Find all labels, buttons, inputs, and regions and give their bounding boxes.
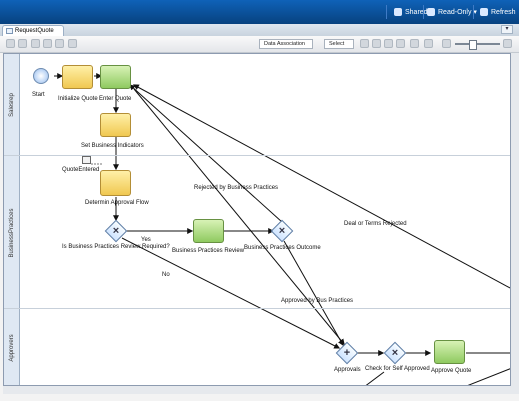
set-business-indicators-label: Set Business Indicators bbox=[81, 143, 144, 149]
more-icon[interactable] bbox=[424, 39, 433, 48]
readonly-label: Read-Only ▾ bbox=[438, 9, 477, 16]
lane-divider bbox=[4, 308, 510, 309]
flow-bottom-mid bbox=[365, 371, 385, 385]
sequence-flows bbox=[54, 73, 510, 385]
task-enter-quote[interactable] bbox=[100, 65, 131, 89]
distribute-icon[interactable] bbox=[372, 39, 381, 48]
task-set-business-indicators[interactable] bbox=[100, 113, 131, 137]
select-button[interactable]: Select bbox=[324, 39, 354, 49]
flow-label-approved-by-bus-practices: Approved by Bus Practices bbox=[281, 298, 354, 304]
exclusive-gateway-icon: × bbox=[391, 347, 399, 359]
quote-entered-label: QuoteEntered bbox=[62, 167, 100, 173]
editor-toolbar: Data Association Select bbox=[0, 36, 519, 53]
data-association-button[interactable]: Data Association bbox=[259, 39, 313, 49]
tab-requestquote[interactable]: RequestQuote bbox=[2, 25, 64, 36]
vertical-scrollbar[interactable] bbox=[511, 53, 519, 386]
copy-icon[interactable] bbox=[43, 39, 52, 48]
start-label: Start bbox=[32, 92, 45, 98]
refresh-button[interactable]: Refresh bbox=[480, 8, 516, 16]
zoom-slider[interactable] bbox=[455, 40, 500, 50]
flow-label-deal-or-terms-rejected: Deal or Terms Rejected bbox=[344, 221, 407, 227]
tab-title: RequestQuote bbox=[15, 28, 54, 34]
flow-label-no: No bbox=[162, 272, 170, 278]
cut-icon[interactable] bbox=[31, 39, 40, 48]
start-event[interactable] bbox=[33, 68, 49, 84]
grid-icon[interactable] bbox=[384, 39, 393, 48]
print-icon[interactable] bbox=[68, 39, 77, 48]
lane-label: Salesrep bbox=[8, 93, 15, 117]
redo-icon[interactable] bbox=[18, 39, 27, 48]
task-business-practices-review[interactable] bbox=[193, 219, 224, 243]
shared-menu[interactable]: Shared bbox=[394, 8, 428, 16]
enter-quote-label: Enter Quote bbox=[99, 96, 132, 102]
data-object-quote-entered[interactable] bbox=[82, 156, 91, 164]
approve-quote-label: Approve Quote bbox=[431, 368, 472, 374]
header-separator bbox=[423, 5, 424, 19]
lane-approvers: Approvers bbox=[4, 309, 20, 385]
business-practices-review-label: Business Practices Review bbox=[172, 248, 245, 254]
script-icon bbox=[67, 70, 77, 80]
user-task-icon bbox=[439, 345, 449, 355]
refresh-label: Refresh bbox=[491, 8, 516, 16]
exclusive-gateway-icon: × bbox=[112, 225, 120, 237]
top-header-bar: Shared Read-Only ▾ Refresh bbox=[0, 0, 519, 24]
paste-icon[interactable] bbox=[55, 39, 64, 48]
gear-icon bbox=[105, 175, 115, 185]
lane-label: Approvers bbox=[8, 334, 15, 362]
flow-enter-to-approvals bbox=[133, 88, 345, 345]
tab-menu-button[interactable]: ▾ bbox=[501, 25, 513, 34]
approvals-label: Approvals bbox=[334, 367, 361, 373]
zoom-out-icon[interactable] bbox=[442, 39, 451, 48]
exclusive-gateway-icon: × bbox=[278, 225, 286, 237]
align-icon[interactable] bbox=[360, 39, 369, 48]
lane-label: BusinessPractices bbox=[8, 207, 15, 258]
zoom-slider-thumb[interactable] bbox=[469, 40, 477, 50]
process-icon bbox=[6, 28, 13, 34]
script-icon bbox=[105, 118, 115, 128]
initialize-quote-label: Initialize Quote bbox=[58, 96, 98, 102]
flow-gateway-to-approvals bbox=[121, 237, 341, 349]
flow-bottom-right bbox=[467, 368, 510, 385]
flow-label-rejected-by-business-practices: Rejected by Business Practices bbox=[194, 185, 279, 191]
flow-outcome-to-approvals bbox=[283, 240, 344, 347]
user-task-icon bbox=[198, 224, 208, 234]
business-practices-outcome-label: Business Practices Outcome bbox=[244, 245, 321, 251]
header-separator bbox=[473, 5, 474, 19]
zoom-in-icon[interactable] bbox=[503, 39, 512, 48]
task-initialize-quote[interactable] bbox=[62, 65, 93, 89]
format-icon[interactable] bbox=[410, 39, 419, 48]
undo-icon[interactable] bbox=[6, 39, 15, 48]
flow-label-yes: Yes bbox=[141, 237, 151, 243]
task-approve-quote[interactable] bbox=[434, 340, 465, 364]
horizontal-scrollbar[interactable] bbox=[3, 386, 519, 394]
shared-icon bbox=[394, 8, 402, 16]
header-separator bbox=[386, 5, 387, 19]
is-review-required-label: Is Business Practices Review Required? bbox=[62, 244, 170, 250]
check-for-self-approved-label: Check for Self Approved bbox=[365, 366, 430, 372]
lane-salesrep: Salesrep bbox=[4, 54, 20, 156]
process-canvas[interactable]: Salesrep BusinessPractices Approvers Sta… bbox=[3, 53, 511, 386]
lane-businesspractices: BusinessPractices bbox=[4, 156, 20, 309]
lock-icon bbox=[427, 8, 435, 16]
task-determine-approval-flow[interactable] bbox=[100, 170, 131, 196]
flow-outcome-to-enter bbox=[129, 84, 283, 223]
flow-right-to-enter bbox=[132, 84, 510, 289]
readonly-menu[interactable]: Read-Only ▾ bbox=[427, 8, 477, 16]
refresh-icon bbox=[480, 8, 488, 16]
layout-icon[interactable] bbox=[396, 39, 405, 48]
determine-approval-flow-label: Determin Approval Flow bbox=[85, 200, 149, 206]
lane-divider bbox=[4, 155, 510, 156]
shared-label: Shared bbox=[405, 8, 428, 16]
parallel-gateway-icon: + bbox=[343, 347, 351, 359]
user-task-icon bbox=[105, 70, 115, 80]
